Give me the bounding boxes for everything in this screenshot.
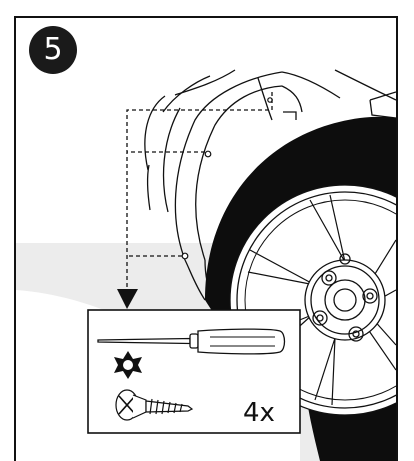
illustration-frame: [14, 16, 398, 461]
screwdriver-icon: [97, 328, 286, 355]
screw-icon: [115, 389, 194, 421]
screw-quantity-label: 4x: [243, 398, 275, 428]
step-number-badge: 5: [29, 26, 77, 74]
dashed-leader-lines: [126, 92, 273, 288]
car-body-outline: [144, 69, 396, 301]
mounting-points: [181, 97, 273, 260]
arrow-down-icon: [117, 289, 138, 309]
torx-bit-icon: [114, 351, 142, 379]
